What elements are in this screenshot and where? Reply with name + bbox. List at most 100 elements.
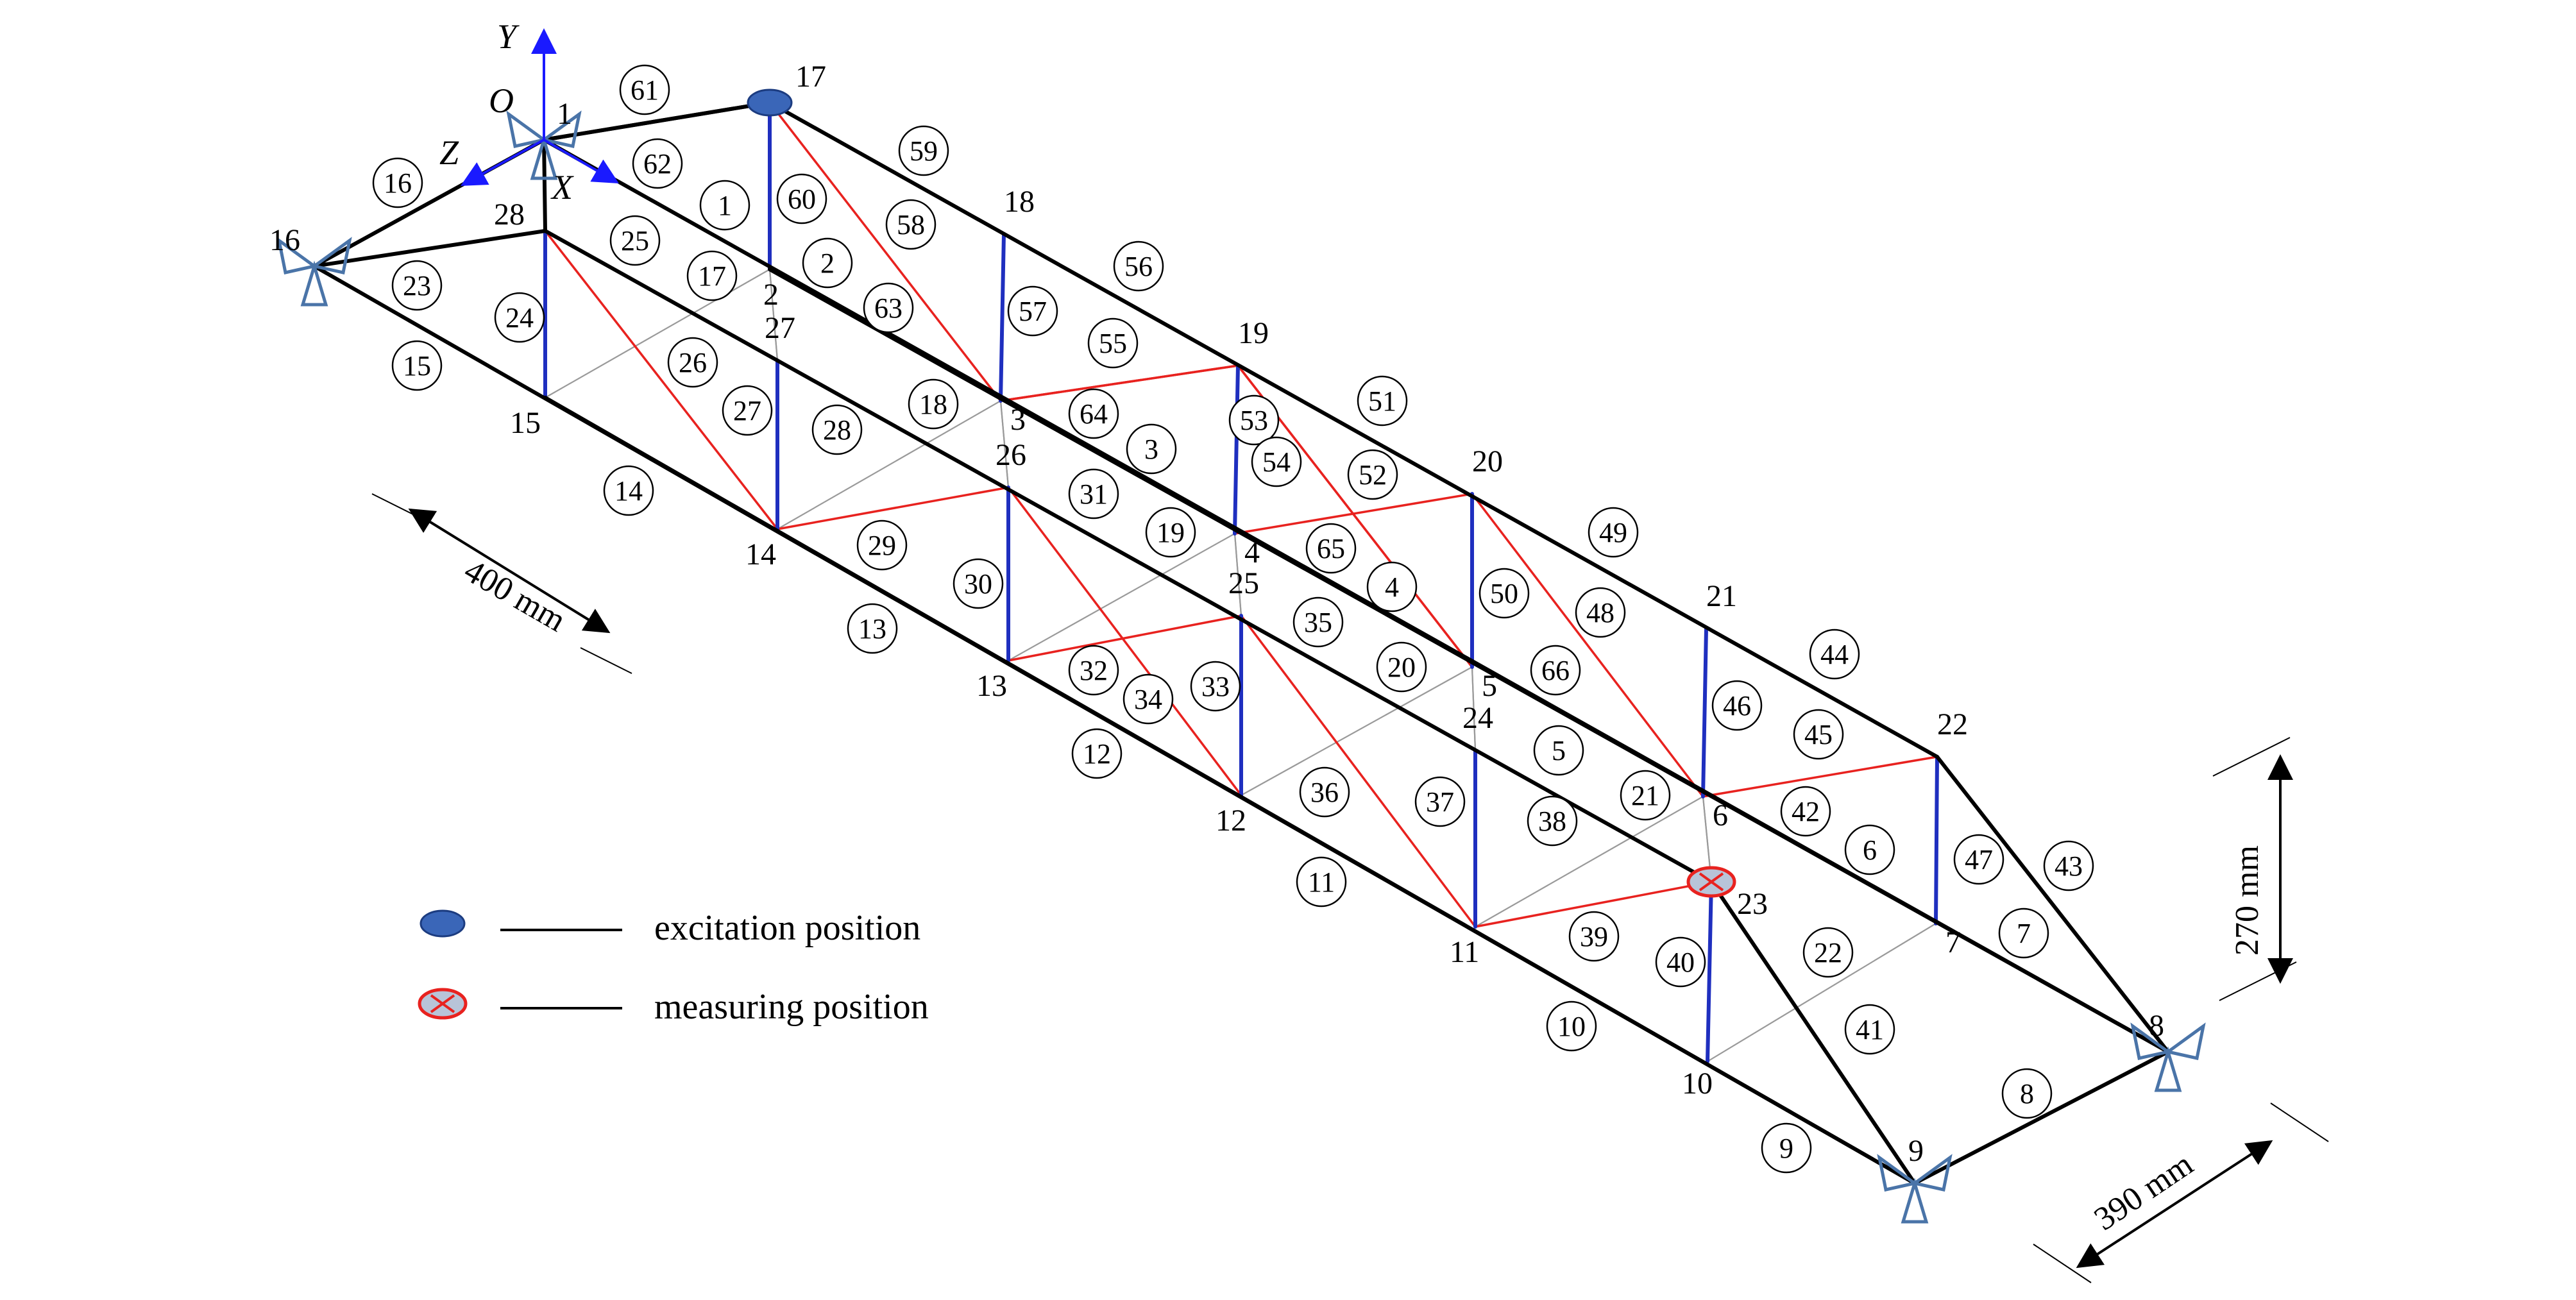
diagonal-member xyxy=(1007,486,1242,797)
node-label-2: 2 xyxy=(763,278,779,312)
diagonal-member xyxy=(1471,493,1704,798)
svg-text:9: 9 xyxy=(1779,1133,1793,1164)
svg-text:26: 26 xyxy=(679,347,707,378)
svg-text:19: 19 xyxy=(1157,517,1185,548)
member-label-18: 18 xyxy=(908,378,959,430)
member-label-41: 41 xyxy=(1844,1004,1895,1055)
member-label-51: 51 xyxy=(1357,375,1408,426)
node-label-9: 9 xyxy=(1908,1134,1924,1168)
node-label-25: 25 xyxy=(1228,566,1259,600)
x-axis-arrow xyxy=(543,139,619,184)
svg-text:58: 58 xyxy=(897,209,925,241)
member-label-7: 7 xyxy=(1998,907,2049,959)
chord-member xyxy=(542,101,772,142)
diagonal-member xyxy=(544,230,779,530)
member-label-54: 54 xyxy=(1251,436,1302,487)
chord-member xyxy=(1913,1050,2170,1185)
legend: excitation position measuring position xyxy=(418,908,929,1027)
chord-member xyxy=(543,396,1917,1185)
grid-line xyxy=(999,400,1010,489)
node-label-11: 11 xyxy=(1450,935,1479,969)
svg-text:57: 57 xyxy=(1019,296,1047,327)
member-label-17: 17 xyxy=(686,250,738,301)
member-label-23: 23 xyxy=(391,260,443,311)
member-label-21: 21 xyxy=(1620,770,1671,821)
svg-text:41: 41 xyxy=(1856,1014,1884,1045)
member-label-65: 65 xyxy=(1305,523,1357,574)
vertical-member xyxy=(1701,627,1708,798)
svg-text:48: 48 xyxy=(1586,597,1614,629)
member-label-25: 25 xyxy=(609,215,661,266)
member-label-58: 58 xyxy=(885,199,936,250)
svg-text:54: 54 xyxy=(1262,446,1291,478)
node-label-6: 6 xyxy=(1713,798,1728,832)
member-label-34: 34 xyxy=(1123,673,1174,725)
member-label-26: 26 xyxy=(667,337,718,388)
vertical-member xyxy=(1233,364,1240,536)
vertical-members xyxy=(543,101,1939,1063)
svg-text:43: 43 xyxy=(2055,850,2083,882)
chord-member xyxy=(1709,880,1917,1185)
svg-text:61: 61 xyxy=(631,74,659,106)
svg-text:44: 44 xyxy=(1820,639,1849,670)
node-label-4: 4 xyxy=(1244,536,1260,570)
node-label-21: 21 xyxy=(1706,579,1737,613)
member-label-14: 14 xyxy=(603,465,654,516)
member-label-27: 27 xyxy=(722,385,773,436)
node-label-18: 18 xyxy=(1004,185,1035,219)
member-labels: 1234567891011121314151617181920212223242… xyxy=(372,64,2094,1174)
supports xyxy=(276,110,2206,1224)
node-label-20: 20 xyxy=(1472,444,1503,478)
svg-text:7: 7 xyxy=(2017,918,2031,949)
svg-text:22: 22 xyxy=(1814,937,1842,968)
svg-text:5: 5 xyxy=(1552,735,1566,766)
member-label-46: 46 xyxy=(1711,680,1763,731)
svg-text:49: 49 xyxy=(1599,517,1627,548)
svg-text:27: 27 xyxy=(733,395,761,426)
svg-text:21: 21 xyxy=(1631,780,1659,811)
member-label-49: 49 xyxy=(1588,507,1639,558)
member-label-50: 50 xyxy=(1479,568,1530,619)
z-axis-arrow xyxy=(460,139,545,186)
svg-text:63: 63 xyxy=(874,292,902,324)
svg-text:62: 62 xyxy=(643,148,672,180)
grid-line xyxy=(1007,532,1236,662)
node-label-7: 7 xyxy=(1945,925,1961,959)
excitation-marker-icon xyxy=(419,909,466,938)
node-label-5: 5 xyxy=(1482,669,1497,703)
member-label-55: 55 xyxy=(1087,317,1139,369)
vertical-member xyxy=(1706,880,1713,1063)
diagonal-member xyxy=(776,486,1010,530)
svg-text:59: 59 xyxy=(910,135,938,167)
member-label-10: 10 xyxy=(1546,1000,1597,1052)
chord-member xyxy=(768,267,2170,1054)
svg-text:2: 2 xyxy=(820,248,835,279)
height-dimension-label: 270 mm xyxy=(2229,845,2266,956)
svg-text:15: 15 xyxy=(403,350,431,382)
member-label-12: 12 xyxy=(1071,728,1123,779)
diagonal-member xyxy=(1240,614,1477,928)
member-label-56: 56 xyxy=(1113,241,1164,292)
node-label-14: 14 xyxy=(745,537,776,571)
member-label-64: 64 xyxy=(1068,388,1119,439)
member-label-2: 2 xyxy=(802,237,853,289)
support-icon xyxy=(276,237,352,307)
chord-members xyxy=(312,101,2170,1185)
svg-text:18: 18 xyxy=(919,389,947,420)
diagonal-member xyxy=(768,101,1002,402)
svg-text:25: 25 xyxy=(621,225,649,257)
svg-text:65: 65 xyxy=(1317,533,1345,564)
member-label-42: 42 xyxy=(1780,786,1831,837)
node-label-19: 19 xyxy=(1238,316,1269,350)
svg-text:37: 37 xyxy=(1426,786,1454,818)
x-axis-label: X xyxy=(550,168,574,207)
member-label-52: 52 xyxy=(1347,449,1398,500)
measuring-position-marker xyxy=(1686,866,1736,898)
coordinate-axes: Y O Z X xyxy=(439,17,619,207)
svg-text:40: 40 xyxy=(1666,947,1695,978)
svg-text:24: 24 xyxy=(505,302,534,333)
support-icon xyxy=(1877,1154,1953,1224)
member-label-53: 53 xyxy=(1228,394,1280,446)
member-label-16: 16 xyxy=(372,157,423,208)
legend-measuring-label: measuring position xyxy=(654,987,929,1027)
